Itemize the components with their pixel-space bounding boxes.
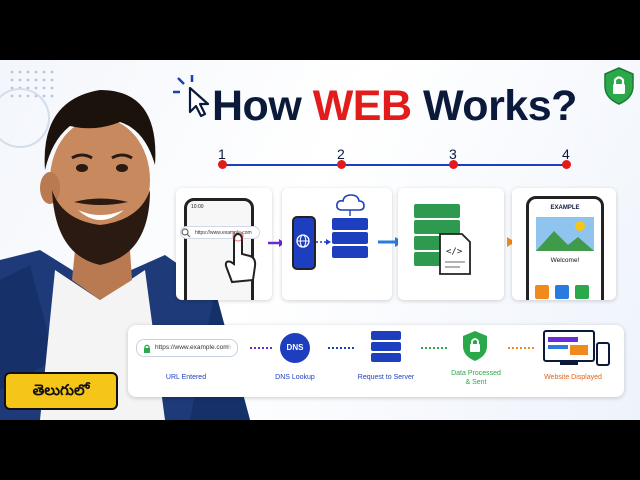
cloud-icon — [336, 194, 365, 216]
step-number: 3 — [449, 146, 457, 162]
caption-request-server: Request to Server — [357, 374, 415, 381]
url-text: https://www.example.com — [195, 230, 252, 236]
star-icon: ☆ — [226, 344, 232, 351]
cursor-click-icon — [173, 75, 210, 118]
page-title: How WEB Works? — [212, 82, 577, 131]
step-panel-server: </> — [398, 188, 504, 300]
server-icon — [371, 331, 401, 363]
shield-lock-icon — [463, 331, 487, 361]
timeline-dot — [337, 160, 346, 169]
step-panel-dns — [282, 188, 392, 300]
welcome-text: Welcome! — [550, 257, 580, 264]
thumbnail: How WEB Works? 1 2 3 4 10:00 https://www… — [0, 60, 640, 420]
timeline-dot — [562, 160, 571, 169]
dashed-arrow-icon — [316, 239, 331, 245]
flow-connector — [250, 347, 272, 349]
flow-summary-bar: https://www.example.com ☆ DNS URL Entere… — [128, 325, 624, 397]
language-badge: తెలుగులో — [4, 372, 118, 410]
phone-time: 10:00 — [191, 204, 204, 210]
flow-connector — [421, 347, 447, 349]
devices-icon — [543, 330, 610, 366]
flow-url-text: https://www.example.com — [155, 344, 229, 351]
globe-icon — [296, 234, 310, 248]
server-stack — [332, 218, 368, 262]
timeline-dot — [218, 160, 227, 169]
search-icon — [181, 228, 191, 238]
title-prefix: How — [212, 82, 313, 130]
landscape-image-icon — [536, 217, 594, 251]
site-brand: EXAMPLE — [550, 205, 580, 211]
step-panel-browser: 10:00 https://www.example.com — [176, 188, 272, 300]
flow-connector — [328, 347, 354, 349]
timeline-dot — [449, 160, 458, 169]
phone-frame: EXAMPLE Welcome! — [526, 196, 604, 300]
globe-decoration-icon — [0, 88, 50, 148]
title-suffix: Works? — [411, 82, 577, 130]
code-document-icon: </> — [439, 233, 471, 275]
step-panel-website: EXAMPLE Welcome! — [512, 188, 616, 300]
step-number: 2 — [337, 146, 345, 162]
title-accent: WEB — [312, 82, 412, 130]
flow-connector — [508, 347, 534, 349]
timeline-line — [222, 164, 567, 166]
caption-data-processed: Data Processed & Sent — [451, 370, 501, 386]
tile-orange — [535, 285, 549, 299]
step-number: 4 — [562, 146, 570, 162]
dns-globe-icon: DNS — [280, 333, 310, 363]
small-phone — [292, 216, 316, 270]
hand-tap-icon — [224, 232, 257, 284]
caption-website-displayed: Website Displayed — [544, 374, 602, 381]
svg-text:</>: </> — [446, 247, 463, 257]
tile-blue — [555, 285, 569, 299]
security-shield-icon — [604, 67, 634, 105]
caption-dns-lookup: DNS Lookup — [275, 374, 315, 381]
caption-url-entered: URL Entered — [165, 374, 207, 381]
tile-green — [575, 285, 589, 299]
lock-icon — [144, 344, 150, 353]
flow-url-bar: https://www.example.com ☆ — [136, 339, 238, 357]
step-number: 1 — [218, 146, 226, 162]
arrow-right-icon — [484, 237, 515, 247]
